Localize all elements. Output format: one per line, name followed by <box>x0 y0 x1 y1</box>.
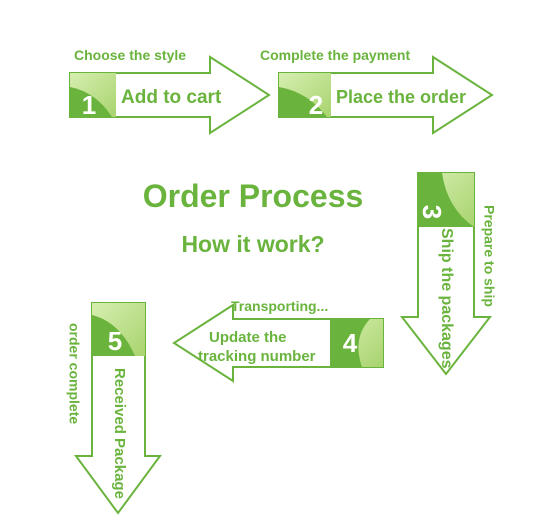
step-1: Choose the style 1 Add to cart <box>69 47 271 135</box>
page-subtitle: How it work? <box>181 231 324 257</box>
step-2: Complete the payment 2 Place the order <box>260 47 494 135</box>
step-3-badge-green <box>418 173 474 227</box>
step-5-badge-green <box>92 315 135 356</box>
step-4-caption: Transporting... <box>231 298 328 314</box>
step-3-number: 3 <box>417 205 447 219</box>
step-5-number: 5 <box>108 326 122 356</box>
step-1-label: Add to cart <box>121 87 222 108</box>
step-2-badge-green <box>279 87 327 117</box>
step-1-badge-green <box>70 87 112 117</box>
step-5-caption: order complete <box>66 323 82 424</box>
step-2-label: Place the order <box>336 87 466 107</box>
step-4: Transporting... 4 Update the tracking nu… <box>172 298 384 383</box>
step-4-label-line1: Update the <box>209 329 287 346</box>
step-2-caption: Complete the payment <box>260 47 410 63</box>
step-1-number: 1 <box>82 90 96 120</box>
step-2-number: 2 <box>309 90 323 120</box>
step-4-badge-green <box>330 319 370 367</box>
step-5-label: Received Package <box>111 368 128 499</box>
step-1-caption: Choose the style <box>74 47 186 63</box>
step-5: 5 Received Package order complete <box>66 302 162 515</box>
step-3-caption: Prepare to ship <box>481 205 497 307</box>
step-3-label: Ship the packages <box>438 228 455 369</box>
step-4-number: 4 <box>343 328 358 358</box>
step-3: 3 Ship the packages Prepare to ship <box>399 172 497 376</box>
step-4-label-line2: tracking number <box>198 348 316 365</box>
page-title: Order Process <box>143 178 364 214</box>
